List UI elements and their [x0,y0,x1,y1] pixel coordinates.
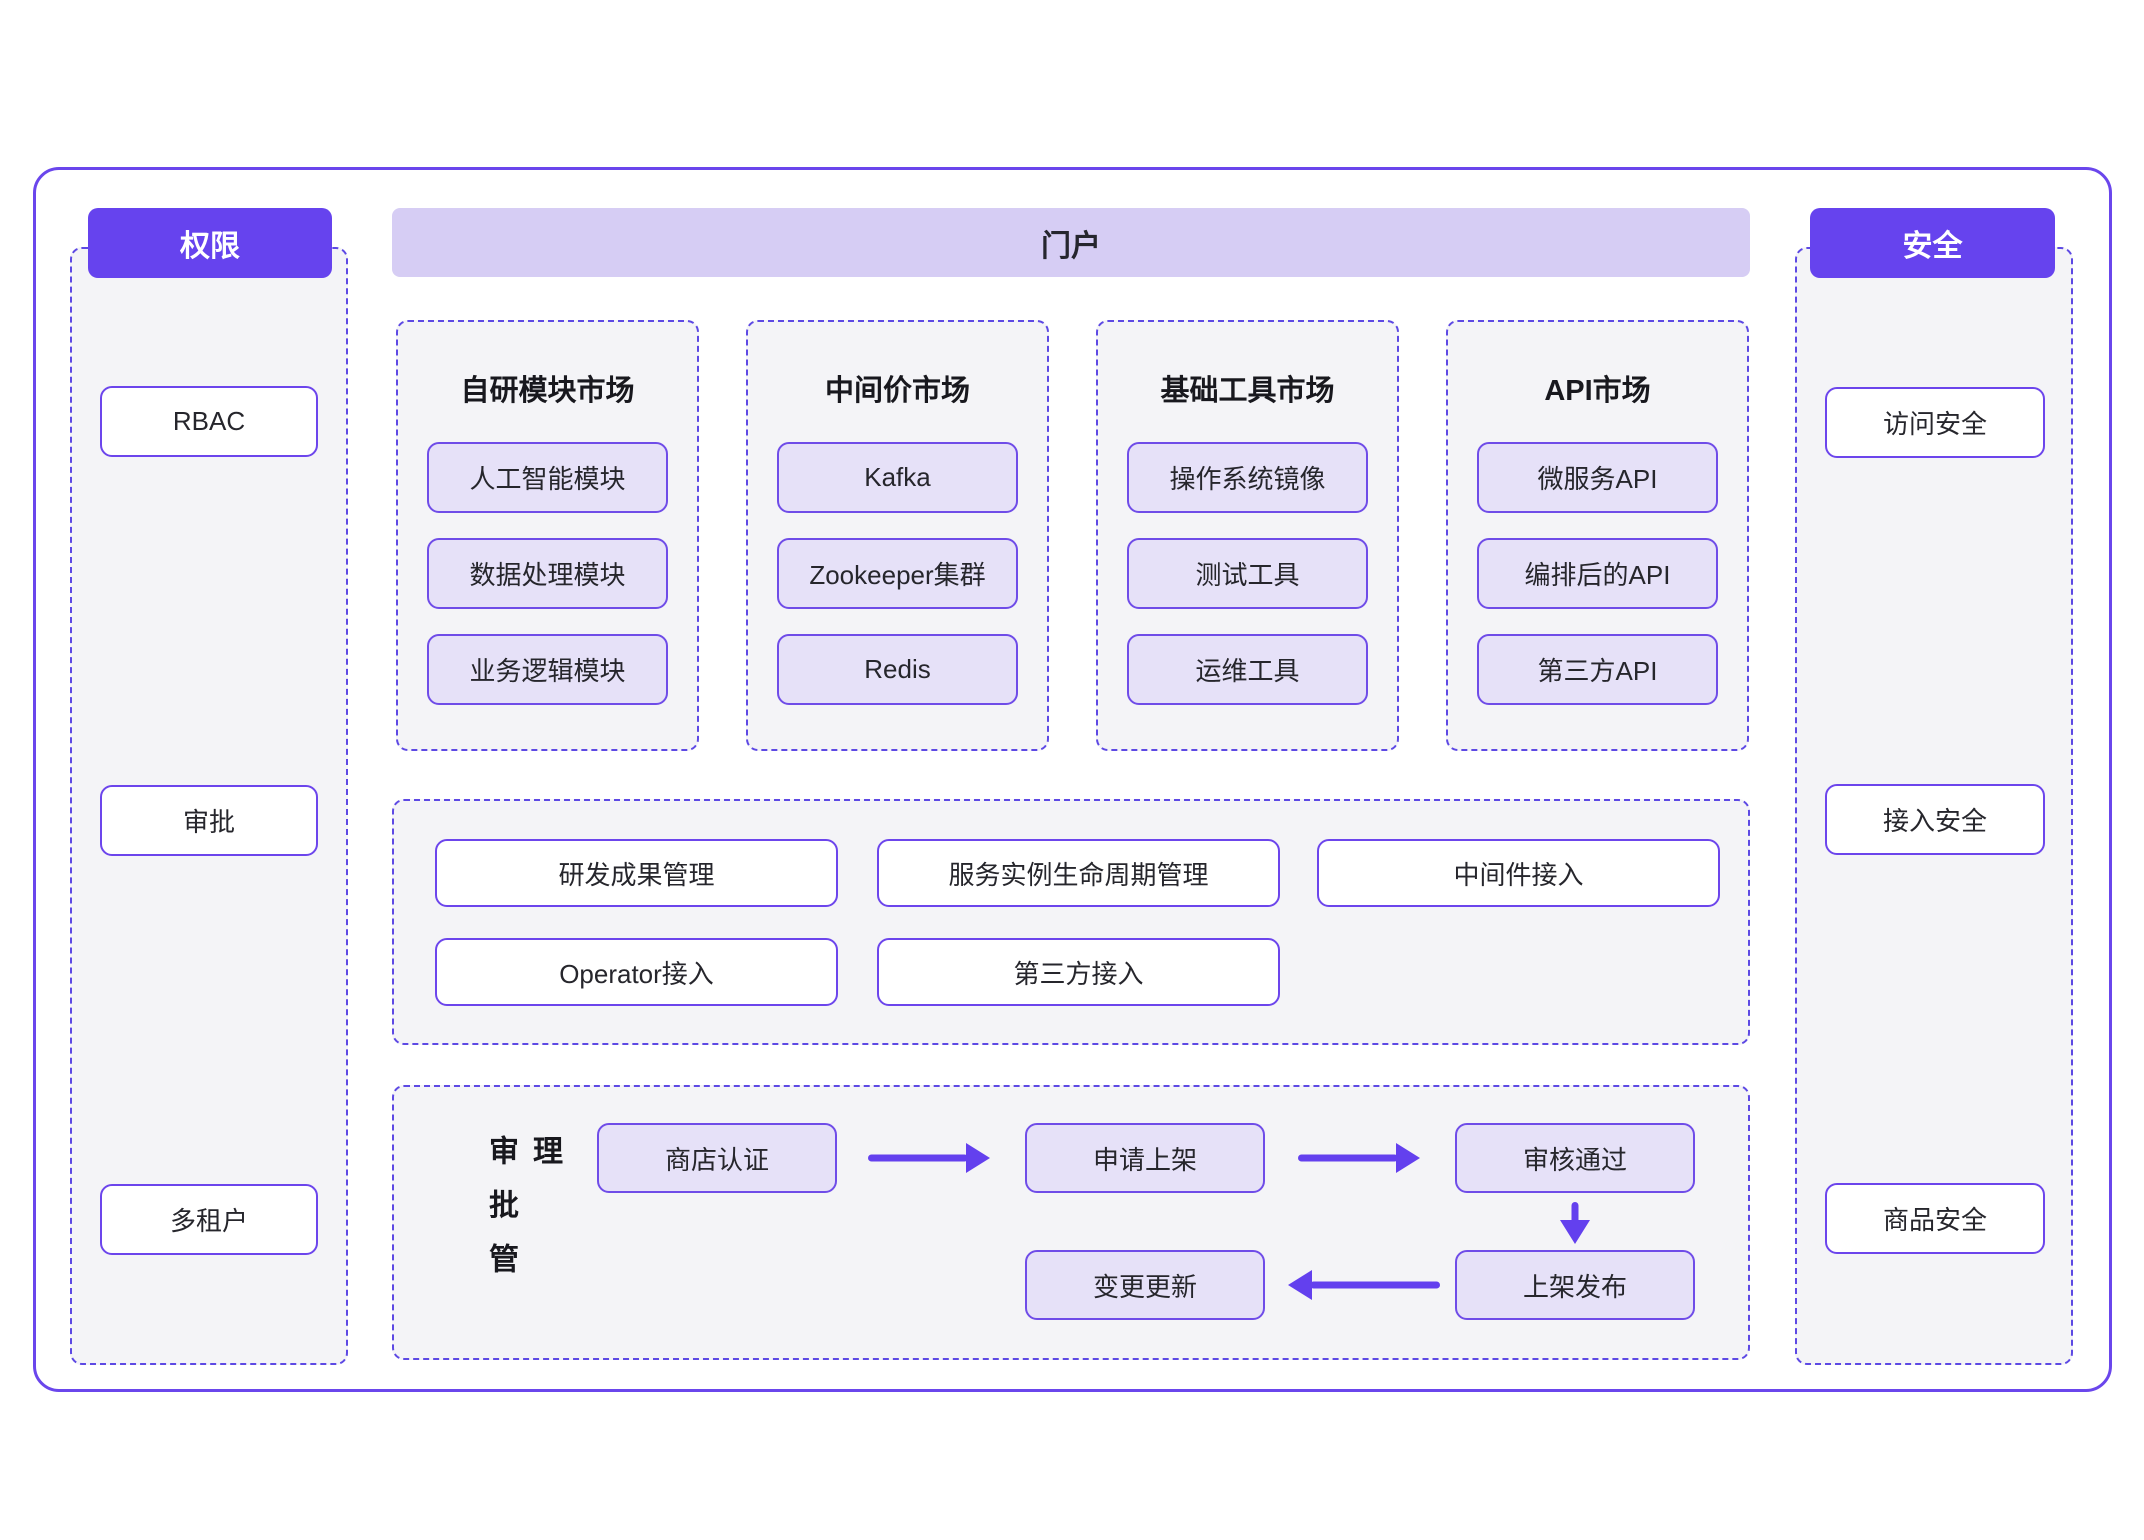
market-item: 编排后的API [1477,538,1718,609]
flow-step-apply-listing: 申请上架 [1025,1123,1265,1193]
market-item-label: 数据处理模块 [469,560,626,590]
management-section [392,799,1750,1045]
arrow-right-icon [868,1143,990,1173]
portal-banner: 门户 [392,208,1750,277]
management-item-operator-access: Operator接入 [435,938,838,1006]
security-panel-title: 安全 [1902,230,1963,263]
market-item-label: 微服务API [1537,464,1658,494]
management-item-service-lifecycle: 服务实例生命周期管理 [877,839,1280,907]
management-item-label: 中间件接入 [1453,859,1584,890]
security-item-product: 商品安全 [1825,1183,2045,1254]
approval-section-label: 审批管理 [484,1135,561,1297]
permissions-panel-header: 权限 [88,208,332,278]
flow-step-label: 申请上架 [1092,1144,1197,1175]
flow-step-label: 商店认证 [664,1144,769,1175]
market-item: 数据处理模块 [427,538,668,609]
management-item-label: 服务实例生命周期管理 [948,859,1209,890]
arrow-right-icon [1298,1143,1420,1173]
market-item: 运维工具 [1127,634,1368,705]
market-title: 中间价市场 [824,375,970,407]
permission-item-label: 审批 [182,807,235,837]
market-title: API市场 [1544,375,1651,407]
arrow-left-icon [1288,1270,1440,1300]
permission-item-approval: 审批 [100,785,318,856]
market-item: Zookeeper集群 [777,538,1018,609]
management-item-label: Operator接入 [559,958,714,989]
market-item-label: 业务逻辑模块 [469,656,626,686]
market-item-label: Kafka [864,462,931,492]
flow-step-publish: 上架发布 [1455,1250,1695,1320]
flow-step-review-passed: 审核通过 [1455,1123,1695,1193]
market-item-label: 编排后的API [1524,560,1671,590]
management-item-middleware-access: 中间件接入 [1317,839,1720,907]
market-item: Redis [777,634,1018,705]
portal-banner-title: 门户 [1041,229,1101,263]
market-item-label: Zookeeper集群 [809,560,986,590]
market-item-label: Redis [864,654,931,684]
security-item-access: 访问安全 [1825,387,2045,458]
market-title: 基础工具市场 [1160,375,1335,407]
flow-step-label: 审核通过 [1522,1144,1627,1175]
market-item-label: 操作系统镜像 [1169,464,1326,494]
permissions-panel-title: 权限 [180,230,240,263]
security-item-label: 接入安全 [1882,806,1987,836]
market-item-label: 运维工具 [1195,656,1300,686]
market-item: 业务逻辑模块 [427,634,668,705]
management-item-rd-results: 研发成果管理 [435,839,838,907]
flow-step-label: 上架发布 [1522,1271,1627,1302]
market-item: 人工智能模块 [427,442,668,513]
market-title: 自研模块市场 [460,375,635,407]
permission-item-multitenant: 多租户 [100,1184,318,1255]
arrow-down-icon [1560,1202,1590,1244]
flow-step-label: 变更更新 [1092,1271,1197,1302]
market-item-label: 人工智能模块 [469,464,626,494]
market-item: 微服务API [1477,442,1718,513]
security-item-integration: 接入安全 [1825,784,2045,855]
market-item: 测试工具 [1127,538,1368,609]
market-item: 操作系统镜像 [1127,442,1368,513]
flow-step-change-update: 变更更新 [1025,1250,1265,1320]
security-item-label: 商品安全 [1882,1205,1987,1235]
market-item: 第三方API [1477,634,1718,705]
permission-item-rbac: RBAC [100,386,318,457]
flow-step-store-certification: 商店认证 [597,1123,837,1193]
management-item-label: 研发成果管理 [558,859,715,890]
management-item-thirdparty-access: 第三方接入 [877,938,1280,1006]
security-item-label: 访问安全 [1882,409,1987,439]
market-item-label: 第三方API [1537,656,1658,686]
security-panel-header: 安全 [1810,208,2055,278]
permission-item-label: 多租户 [169,1206,248,1236]
permission-item-label: RBAC [172,406,246,436]
market-item: Kafka [777,442,1018,513]
market-item-label: 测试工具 [1195,560,1300,590]
management-item-label: 第三方接入 [1013,958,1144,989]
